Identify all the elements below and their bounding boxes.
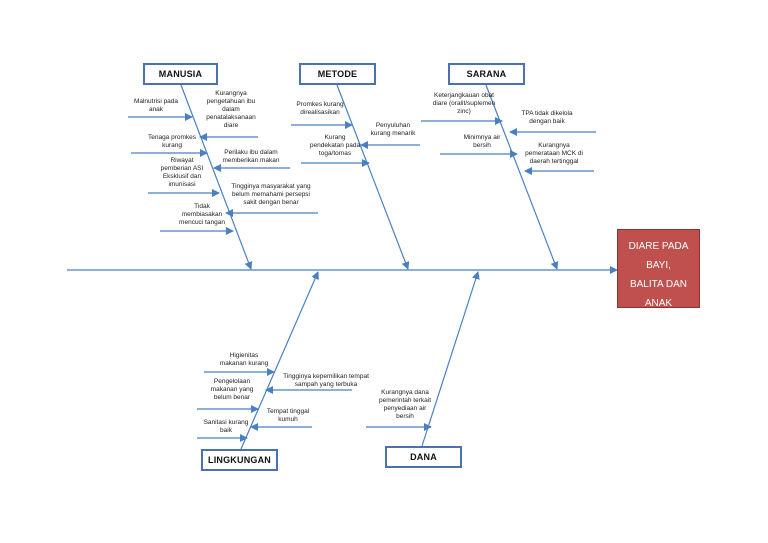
category-sarana: SARANA: [448, 63, 525, 85]
cause-manusia-5: Riwayat pemberian ASI Eksklusif dan imun…: [160, 157, 204, 188]
cause-sarana-4: Kurangnya pemerataan MCK di daerah terti…: [525, 142, 583, 165]
cause-manusia-2: Kurangnya pengetahuan ibu dalam penatala…: [206, 90, 256, 129]
cause-manusia-7: Tidak membiasakan mencuci tangan: [179, 203, 225, 226]
cause-sarana-3: Minimnya air bersih: [463, 134, 501, 149]
cause-manusia-1: Malnutrisi pada anak: [133, 98, 179, 113]
cause-lingkungan-2: Tingginya kepemilikan tempat sampah yang…: [283, 373, 369, 388]
cause-lingkungan-3: Pengelolaan makanan yang belum benar: [210, 378, 254, 401]
category-manusia: MANUSIA: [143, 63, 218, 85]
cause-dana-1: Kurangnya dana pemerintah terkait penyed…: [378, 389, 432, 420]
cause-lingkungan-5: Sanitasi kurang baik: [203, 419, 249, 434]
bone-dana: [421, 271, 480, 447]
cause-sarana-1: Keterjangkauan obat diare (oralit/suplem…: [432, 92, 496, 115]
cause-sarana-2: TPA tidak dikelola dengan baik: [521, 110, 573, 125]
cause-manusia-6: Tingginya masyarakat yang belum memahami…: [231, 183, 311, 206]
category-metode: METODE: [299, 63, 376, 85]
cause-manusia-4: Perilaku ibu dalam memberikan makan: [222, 149, 280, 164]
cause-lingkungan-1: Higienitas makanan kurang: [219, 352, 269, 367]
category-lingkungan: LINGKUNGAN: [201, 449, 278, 471]
bone-metode: [336, 84, 410, 270]
category-dana: DANA: [385, 446, 462, 468]
cause-manusia-3: Tenaga promkes kurang: [147, 134, 197, 149]
bone-sarana: [485, 84, 559, 270]
cause-metode-2: Penyuluhan kurang menarik: [370, 122, 416, 137]
effect-box: DIARE PADA BAYI, BALITA DAN ANAK: [617, 229, 700, 309]
cause-metode-3: Kurang pendekatan pada toga/tomas: [309, 134, 361, 157]
cause-lingkungan-4: Tempat tinggal kumuh: [266, 408, 310, 423]
bone-lingkungan: [240, 271, 319, 450]
cause-metode-1: Promkes kurang direalisasikan: [296, 101, 344, 116]
